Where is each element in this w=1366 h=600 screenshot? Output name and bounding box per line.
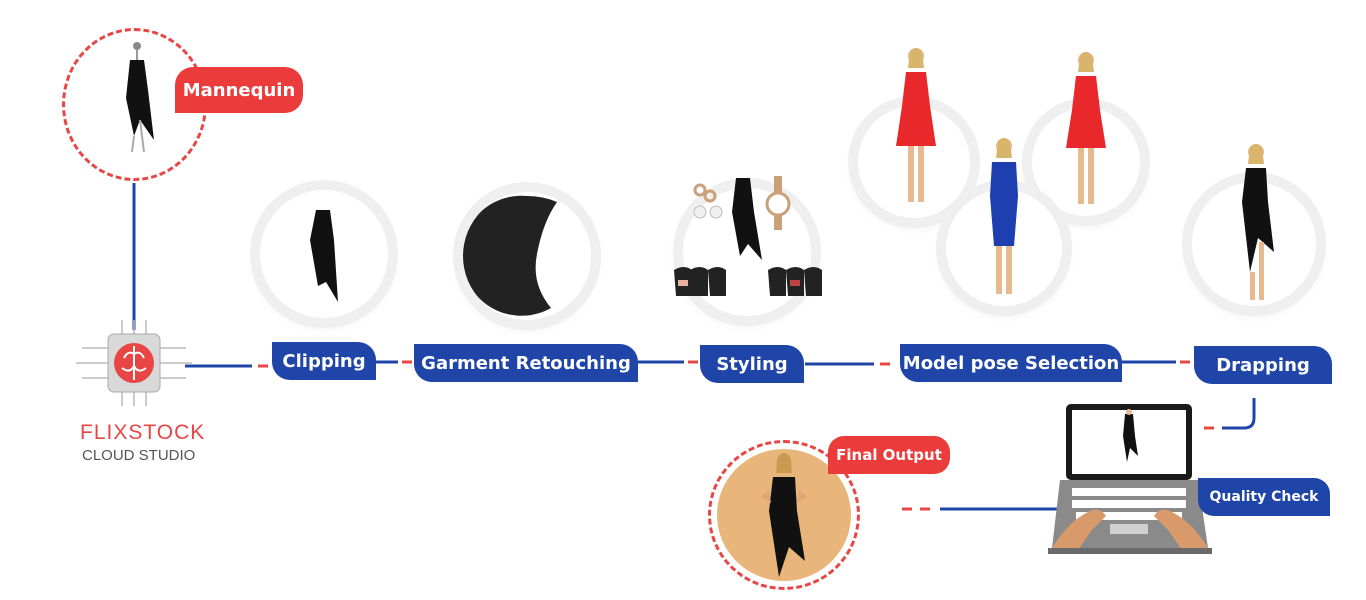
clipping-circle [260,190,388,318]
model-red-2 [1064,50,1108,218]
model-black-drape [1232,142,1280,308]
model-red-1 [894,46,938,214]
retouching-circle [463,192,591,320]
final-output-circle [708,440,860,590]
clipping-label: Clipping [272,342,376,380]
styling-accessories [670,172,840,306]
styling-label: Styling [700,345,804,383]
model-pose-label: Model pose Selection [900,344,1122,382]
drapping-label: Drapping [1194,346,1332,384]
mannequin-figure [112,40,162,159]
brand-logo: FLIXSTOCK [80,421,206,444]
model-blue [980,136,1028,304]
retouching-label: Garment Retouching [414,344,638,382]
final-output-label: Final Output [828,436,950,474]
mannequin-label: Mannequin [175,67,303,113]
brand-sub: CLOUD STUDIO [82,447,196,464]
laptop-icon [1048,402,1212,560]
brain-chip-icon [72,318,196,412]
quality-check-label: Quality Check [1198,478,1330,516]
